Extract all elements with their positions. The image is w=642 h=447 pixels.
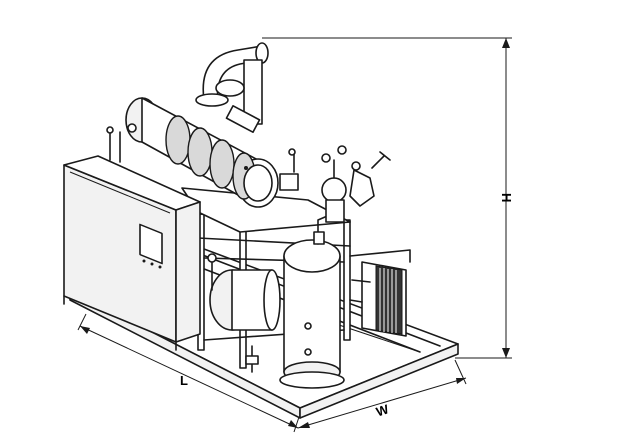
discharge-pipe [195, 42, 269, 134]
valve-assembly [106, 126, 391, 373]
pressure-gauge [337, 145, 347, 155]
sight-glass [304, 348, 312, 356]
indicator-light [142, 259, 146, 263]
condenser [125, 97, 279, 208]
control-cabinet [63, 155, 201, 351]
pressure-gauge [321, 153, 331, 163]
oil-tank [209, 269, 281, 331]
dimension-length: L [77, 313, 301, 433]
plate-heat-exchanger [349, 249, 411, 337]
control-display-screen [139, 223, 163, 265]
liquid-receiver [279, 213, 345, 389]
indicator-light [150, 262, 154, 266]
width-label: W [374, 401, 391, 419]
indicator-light [158, 265, 162, 269]
height-label: H [499, 193, 514, 202]
dimension-height: H [262, 37, 514, 359]
sight-glass [304, 322, 312, 330]
dimension-width: W [297, 359, 467, 429]
length-label: L [180, 373, 188, 388]
